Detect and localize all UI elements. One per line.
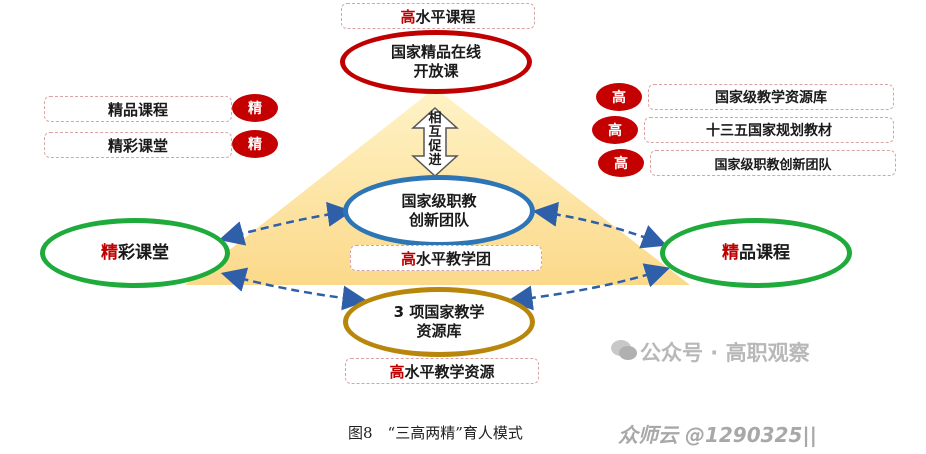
right-legend-label-1: 国家级教学资源库 <box>715 90 827 106</box>
left-circle-text: 彩课堂 <box>118 242 169 263</box>
arrow-left-center <box>218 201 353 246</box>
top-tag-hi: 高 <box>400 7 416 26</box>
right-legend-label-3: 国家级职教创新团队 <box>714 157 832 173</box>
bottom-circle: 3 项国家教学资源库 <box>343 287 535 357</box>
right-circle-hi: 精 <box>722 242 739 263</box>
right-legend-badge-3: 高 <box>598 149 644 177</box>
center-circle-line2: 创新团队 <box>408 211 469 229</box>
center-tag-text: 水平教学团 <box>416 249 492 268</box>
right-circle-text: 品课程 <box>739 242 790 263</box>
left-circle-hi: 精 <box>101 242 118 263</box>
bottom-circle-line2: 资源库 <box>416 322 462 340</box>
center-circle: 国家级职教创新团队 <box>343 175 535 247</box>
right-circle: 精品课程 <box>660 218 852 288</box>
bottom-circle-line1: 3 项国家教学 <box>393 302 485 321</box>
left-circle: 精彩课堂 <box>40 218 230 288</box>
left-legend-item-1: 精品课程 <box>44 96 232 122</box>
bottom-tag-hi: 高 <box>389 362 405 381</box>
arrow-bottom-right <box>507 263 671 311</box>
center-tag-hi: 高 <box>400 249 416 268</box>
left-legend-badge-2: 精 <box>232 130 278 158</box>
wechat-icon <box>611 340 637 360</box>
right-legend-label-2: 十三五国家规划教材 <box>706 123 832 139</box>
left-legend-item-2: 精彩课堂 <box>44 132 232 158</box>
arrow-center-right <box>532 201 668 249</box>
right-legend-item-1: 国家级教学资源库 <box>648 84 894 110</box>
left-legend-label-1: 精品课程 <box>107 100 168 119</box>
top-tag: 高水平课程 <box>341 3 535 29</box>
center-circle-line1: 国家级职教 <box>401 191 477 210</box>
center-tag: 高水平教学团 <box>350 245 542 271</box>
left-legend-badge-1: 精 <box>232 94 278 122</box>
middle-arrow-text: 相互促进 <box>428 111 442 168</box>
top-tag-text: 水平课程 <box>415 7 476 26</box>
left-legend-label-2: 精彩课堂 <box>107 136 168 155</box>
bottom-tag: 高水平教学资源 <box>345 358 539 384</box>
bottom-tag-text: 水平教学资源 <box>404 362 495 381</box>
watermark-account: 公众号 · 高职观察 <box>640 341 810 365</box>
arrow-left-bottom <box>220 267 368 311</box>
right-legend-badge-1: 高 <box>596 83 642 111</box>
figure-caption: 图8 “三高两精”育人模式 <box>348 424 523 442</box>
right-legend-item-2: 十三五国家规划教材 <box>644 117 894 143</box>
top-circle-line2: 开放课 <box>413 62 459 80</box>
top-circle-line1: 国家精品在线 <box>390 42 481 61</box>
top-circle: 国家精品在线开放课 <box>340 30 532 94</box>
right-legend-badge-2: 高 <box>592 116 638 144</box>
watermark-site: 众师云 @1290325|| <box>618 423 817 447</box>
right-legend-item-3: 国家级职教创新团队 <box>650 150 896 176</box>
